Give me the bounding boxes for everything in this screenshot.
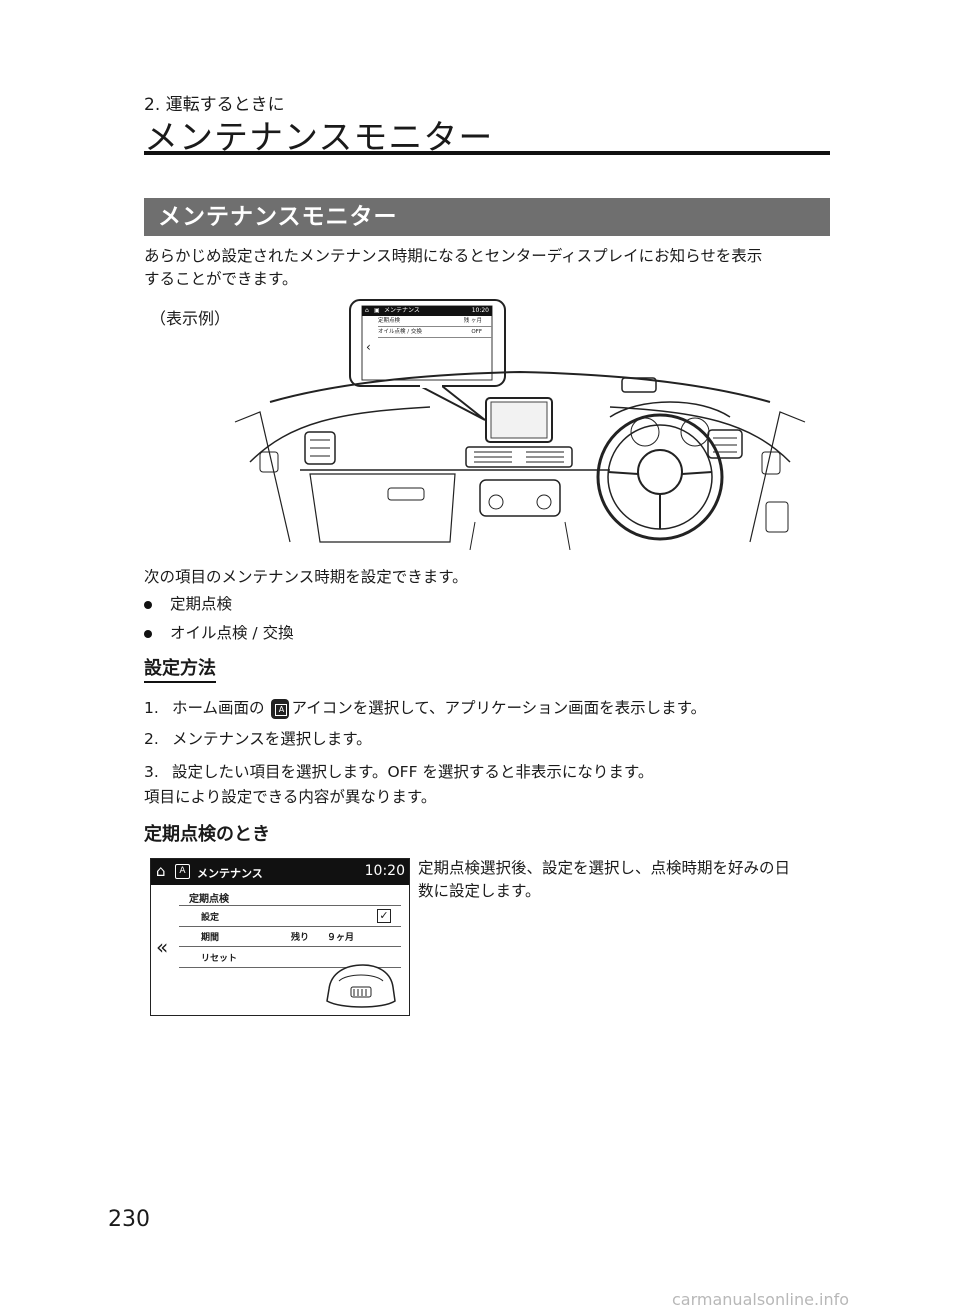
intro-line-1: あらかじめ設定されたメンテナンス時期になるとセンターディスプレイにお知らせを表示 [144, 247, 763, 265]
bullet-icon [144, 600, 152, 609]
back-chevron-icon[interactable]: « [156, 935, 169, 959]
page-number: 230 [108, 1207, 150, 1232]
home-icon: ⌂ [365, 307, 369, 314]
setting-heading: 設定方法 [144, 654, 216, 683]
periodic-description: 定期点検選択後、設定を選択し、点検時期を好みの日 数に設定します。 [418, 857, 838, 903]
apps-icon: ▣ [374, 307, 380, 314]
checkbox-checked-icon[interactable]: ✓ [377, 909, 391, 923]
periodic-screen: ⌂ A メンテナンス 10:20 定期点検 設定 ✓ 期間 残り ９ヶ月 リセッ… [150, 858, 410, 1016]
section-banner: メンテナンスモニター [144, 198, 830, 236]
mini-row-1: 定期点検 残 ヶ月 [378, 316, 492, 327]
setting-note: 項目により設定できる内容が異なります。 [144, 788, 437, 806]
list-item: オイル点検 / 交換 [144, 621, 294, 643]
title-rule [144, 151, 830, 155]
step-3: 3.設定したい項目を選択します。OFF を選択すると非表示になります。 [144, 763, 654, 781]
periodic-heading: 定期点検のとき [144, 824, 270, 845]
example-label: （表示例） [150, 309, 231, 328]
home-icon: ⌂ [156, 862, 166, 880]
apps-icon: A [175, 864, 190, 879]
list-item: 定期点検 [144, 592, 232, 614]
mini-screen-time: 10:20 [471, 307, 489, 314]
car-icon [326, 964, 396, 1008]
mini-row-2: オイル点検 / 交換 OFF [378, 327, 492, 338]
dashboard-illustration [234, 299, 806, 550]
screen-header: ⌂ A メンテナンス 10:20 [151, 859, 409, 885]
screen-row-reset[interactable]: リセット [179, 947, 401, 968]
step-2: 2.メンテナンスを選択します。 [144, 730, 372, 748]
app-a-icon: A [271, 698, 290, 719]
mini-screen: ⌂ ▣ メンテナンス 10:20 定期点検 残 ヶ月 オイル点検 / 交換 OF… [362, 306, 492, 354]
intro-paragraph: あらかじめ設定されたメンテナンス時期になるとセンターディスプレイにお知らせを表示… [144, 245, 834, 291]
screen-title: メンテナンス [197, 867, 263, 880]
screen-row-period[interactable]: 期間 残り ９ヶ月 [179, 926, 401, 947]
periodic-desc-line-2: 数に設定します。 [418, 882, 541, 900]
bullet-icon [144, 629, 152, 638]
step-1: 1.ホーム画面の A アイコンを選択して、アプリケーション画面を表示します。 [144, 698, 707, 719]
mini-screen-title: メンテナンス [384, 307, 420, 314]
chapter-heading: 2. 運転するときに [144, 95, 285, 115]
watermark[interactable]: carmanualsonline.info [672, 1290, 850, 1309]
screen-time: 10:20 [364, 863, 405, 879]
screen-row-setting[interactable]: 設定 ✓ [179, 905, 401, 927]
intro-line-2: することができます。 [144, 270, 298, 288]
periodic-desc-line-1: 定期点検選択後、設定を選択し、点検時期を好みの日 [418, 859, 791, 877]
back-chevron-icon: ‹ [366, 340, 371, 354]
screen-section-title: 定期点検 [189, 894, 229, 905]
items-intro: 次の項目のメンテナンス時期を設定できます。 [144, 568, 468, 586]
